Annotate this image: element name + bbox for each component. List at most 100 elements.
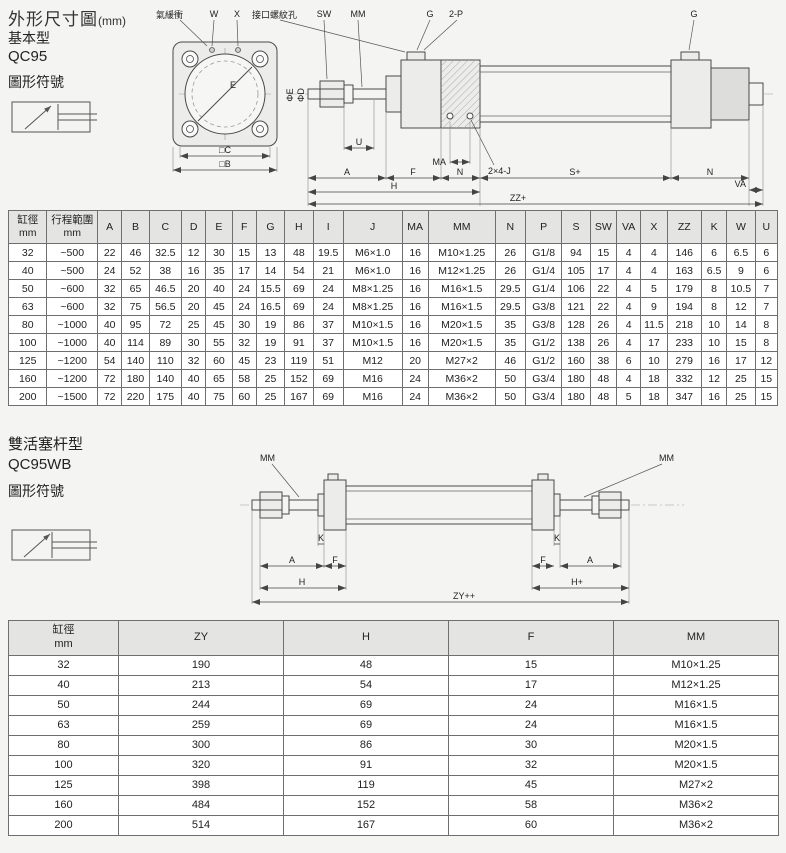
mount-hole: [466, 112, 474, 120]
table-cell: G1/4: [524, 261, 563, 281]
table-cell: 160: [7, 369, 48, 389]
table-cell: 25: [255, 369, 286, 389]
table-cell: 54: [284, 261, 314, 281]
column-header: ZY: [118, 620, 284, 656]
table-cell: 119: [283, 774, 449, 796]
table-cell: 60: [448, 814, 614, 836]
table-cell: M16×1.5: [427, 279, 496, 299]
table-cell: 22: [589, 297, 617, 317]
table-cell: 32: [8, 654, 119, 676]
table-cell: 38: [148, 261, 182, 281]
table-cell: 100: [7, 333, 48, 353]
table-cell: 146: [666, 243, 702, 263]
table-cell: 54: [283, 674, 449, 696]
label-phi-d: ΦD: [296, 88, 306, 102]
table-cell: 18: [640, 369, 668, 389]
table-cell: 398: [118, 774, 284, 796]
washer: [343, 84, 354, 104]
table-cell: 40: [180, 387, 207, 407]
table-cell: 10: [700, 315, 728, 335]
table-cell: 24: [97, 261, 123, 281]
table-cell: 40: [97, 315, 123, 335]
symbol-cylinder-body: [11, 529, 91, 561]
table-cell: 26: [589, 333, 617, 353]
table-cell: 300: [118, 734, 284, 756]
symbol-arrow: [24, 105, 52, 130]
label-mm-left: MM: [260, 453, 275, 463]
table-cell: 220: [121, 387, 150, 407]
table-cell: 17: [726, 351, 756, 371]
table-cell: 4: [615, 297, 642, 317]
collar-right: [553, 493, 561, 517]
cushion-screw: [209, 47, 215, 53]
table-cell: 12: [726, 297, 756, 317]
table-cell: G1/2: [524, 351, 563, 371]
label-mm-right: MM: [659, 453, 674, 463]
table-cell: ~600: [46, 297, 99, 317]
dim-f: F: [410, 167, 416, 177]
collar-left: [317, 493, 325, 517]
cushion-screw: [235, 47, 241, 53]
table-cell: 180: [121, 369, 150, 389]
column-header: I: [312, 209, 344, 245]
section1-model: QC95: [8, 48, 48, 65]
table-cell: 24: [231, 279, 257, 299]
column-header: D: [180, 209, 207, 245]
table-cell: 69: [284, 279, 314, 299]
table-cell: 72: [97, 369, 123, 389]
table-cell: 89: [148, 333, 182, 353]
table-cell: 56.5: [148, 297, 182, 317]
table-cell: G1/2: [524, 333, 563, 353]
table-cell: 65: [121, 279, 150, 299]
rear-extension: [710, 67, 750, 121]
table-cell: 106: [561, 279, 591, 299]
table-cell: 16: [700, 387, 728, 407]
table-cell: 200: [8, 814, 119, 836]
table-cell: 163: [666, 261, 702, 281]
table-cell: 332: [666, 369, 702, 389]
table-cell: ~500: [46, 261, 99, 281]
table-cell: 17: [231, 261, 257, 281]
table-cell: 50: [8, 694, 119, 716]
table-cell: ~600: [46, 279, 99, 299]
front-cover: [400, 59, 442, 129]
dim-a: A: [344, 167, 350, 177]
table-cell: M8×1.25: [342, 279, 403, 299]
column-header: K: [700, 209, 728, 245]
table-cell: 6: [700, 243, 728, 263]
section2-symbol-label: 圖形符號: [8, 483, 64, 499]
table-cell: 167: [283, 814, 449, 836]
table-cell: 6: [754, 243, 779, 263]
table-cell: 91: [283, 754, 449, 776]
piston-rod-left: [288, 499, 319, 511]
rod-nut: [319, 80, 345, 108]
table-cell: 320: [118, 754, 284, 776]
table-cell: 72: [97, 387, 123, 407]
column-header: VA: [615, 209, 642, 245]
table-cell: 15: [448, 654, 614, 676]
table-cell: 24: [312, 279, 344, 299]
table-cell: M12×1.25: [427, 261, 496, 281]
column-header: J: [342, 209, 403, 245]
table-cell: 32: [180, 351, 207, 371]
table-cell: 24: [231, 297, 257, 317]
label-g-front: G: [426, 9, 433, 19]
column-header: X: [640, 209, 668, 245]
table-cell: 91: [284, 333, 314, 353]
table-cell: 30: [448, 734, 614, 756]
table-cell: 160: [8, 794, 119, 816]
column-header: MA: [401, 209, 429, 245]
piston-rod: [352, 88, 387, 100]
section1-symbol-label: 圖形符號: [8, 74, 64, 90]
table-cell: 19.5: [312, 243, 344, 263]
table-cell: 140: [148, 369, 182, 389]
table-cell: 105: [561, 261, 591, 281]
table-cell: ~1200: [46, 351, 99, 371]
